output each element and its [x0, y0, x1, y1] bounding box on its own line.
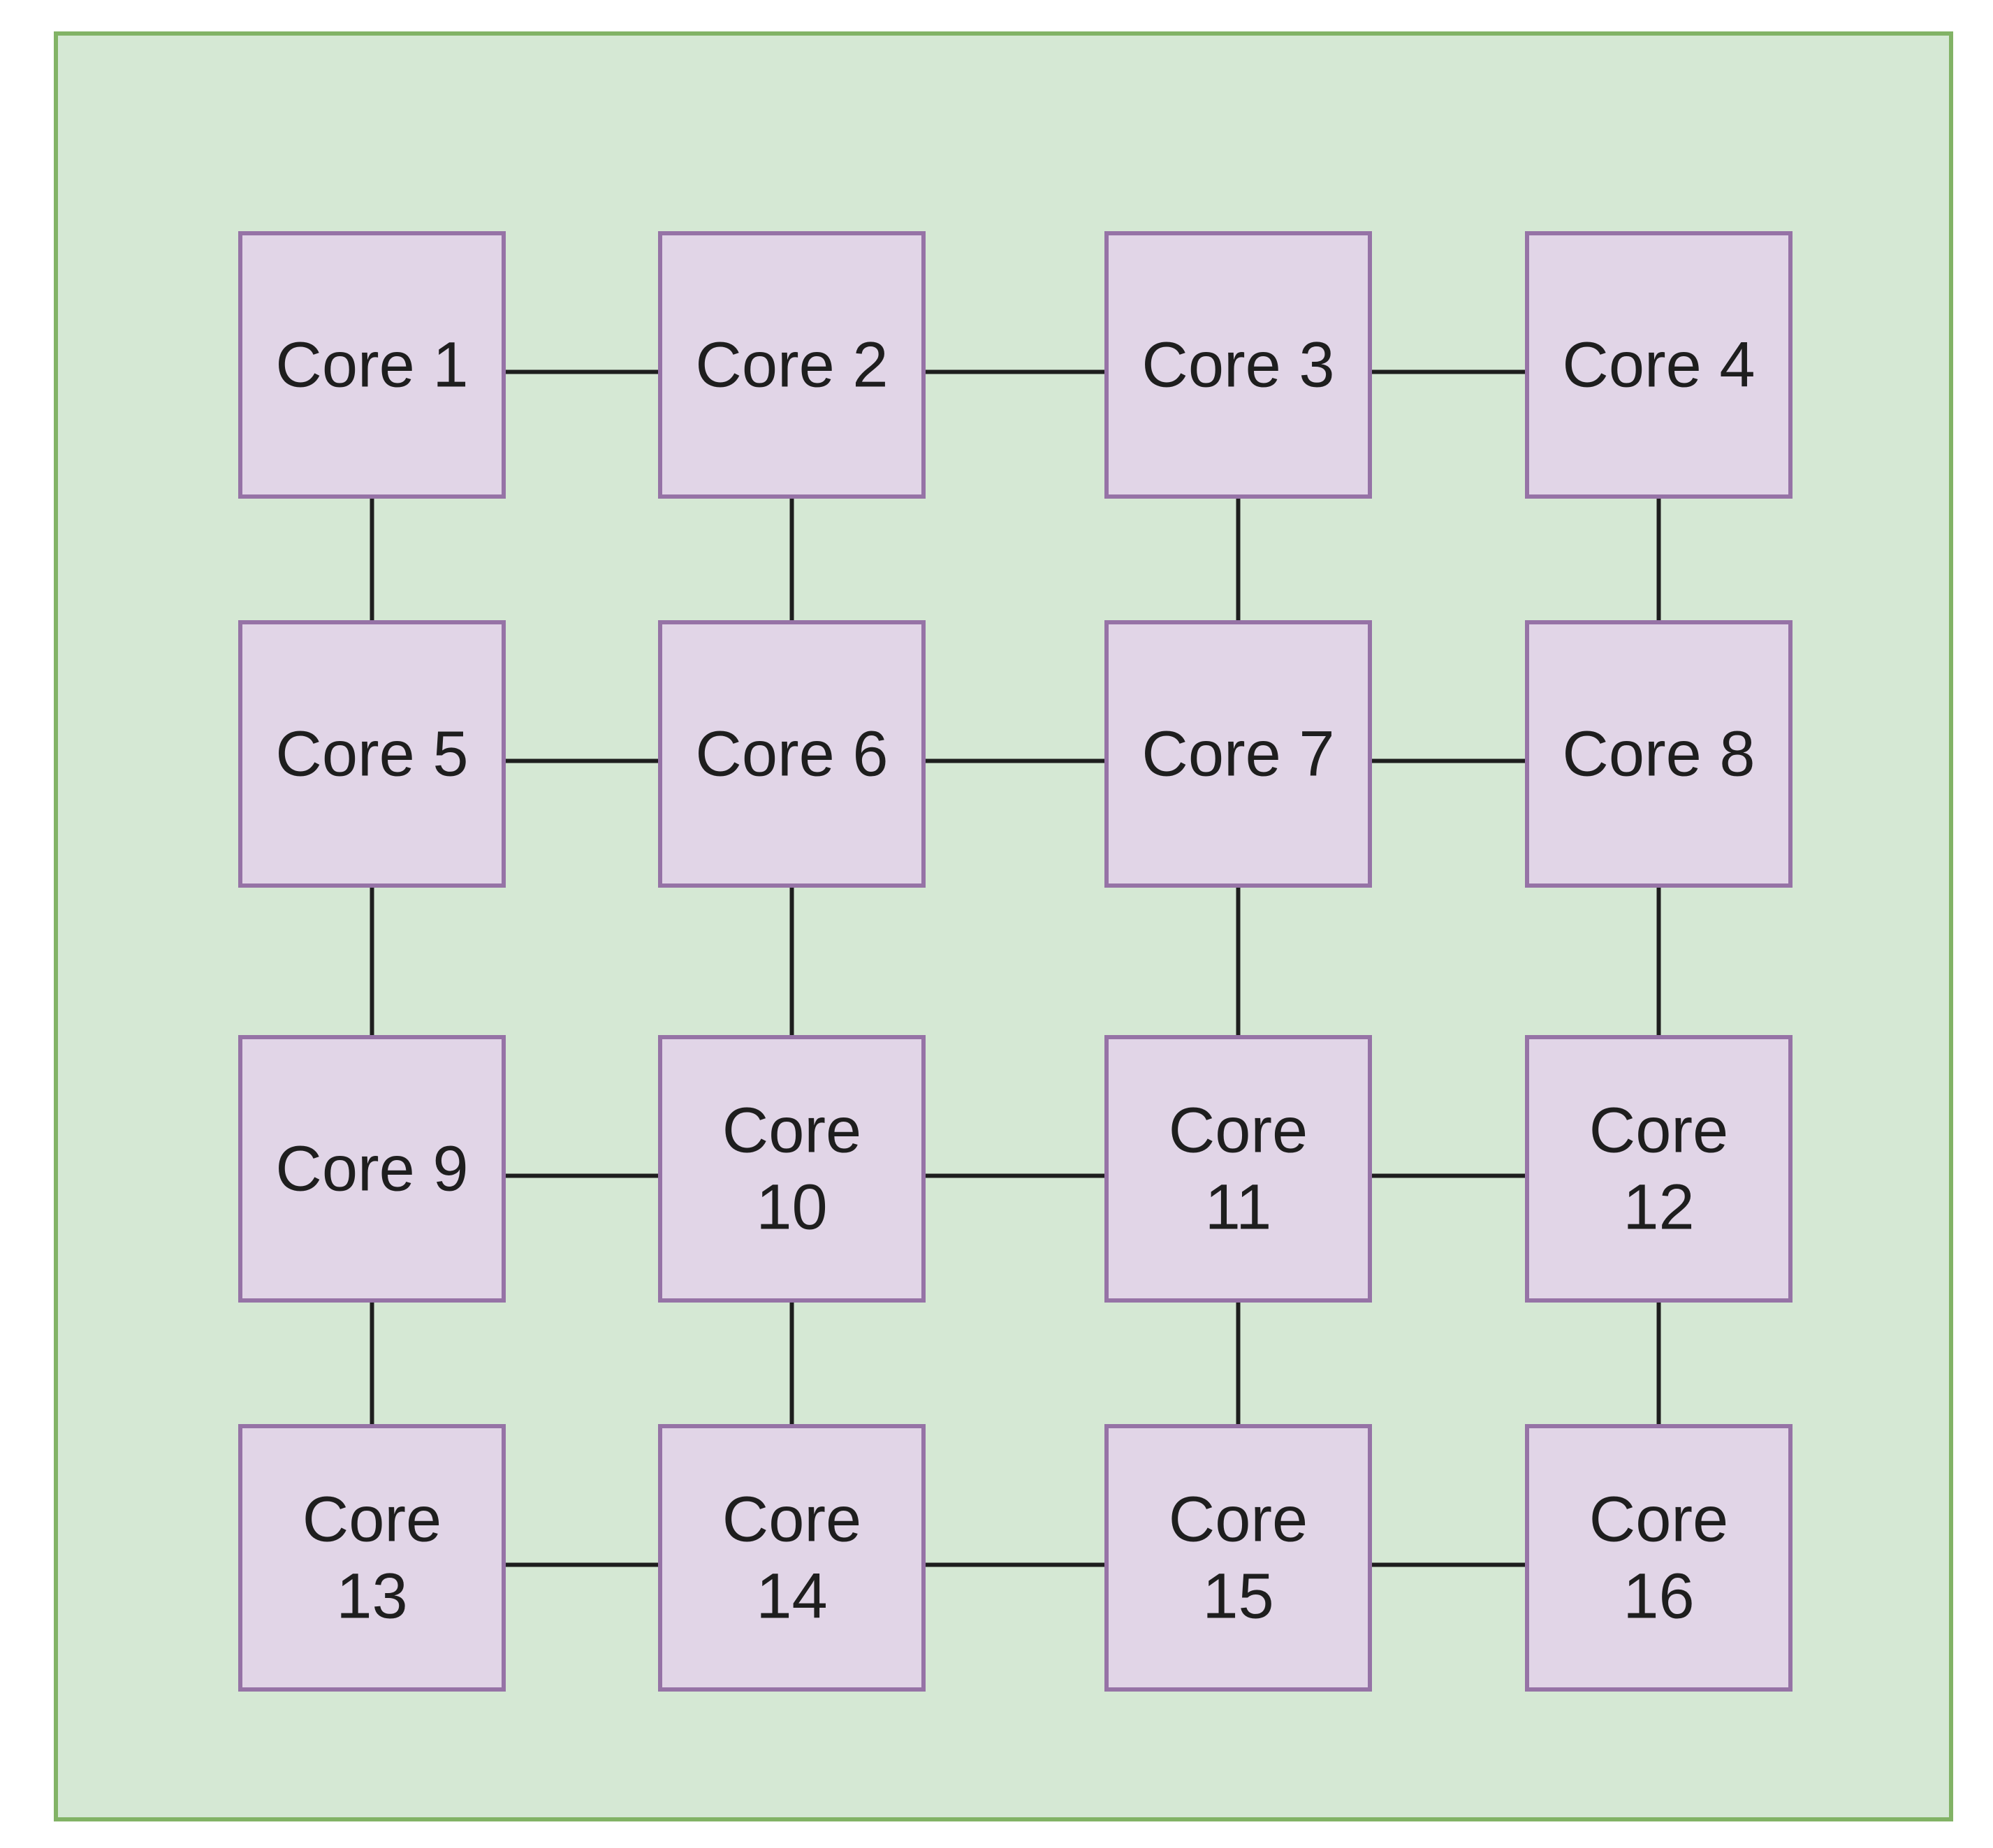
core-2-box [658, 231, 926, 499]
core-9-node: Core 9 [238, 1035, 506, 1303]
core-1-label-line-1: Core 1 [275, 330, 468, 401]
core-16-label-line-2: 16 [1623, 1561, 1694, 1632]
core-7-label-line-1: Core 7 [1141, 719, 1334, 790]
core-10-label-line-2: 10 [756, 1172, 827, 1243]
core-8-node: Core 8 [1525, 620, 1793, 888]
core-4-box [1525, 231, 1793, 499]
core-6-box [658, 620, 926, 888]
core-5-label-line-1: Core 5 [275, 719, 468, 790]
core-4-node: Core 4 [1525, 231, 1793, 499]
core-3-box [1104, 231, 1372, 499]
core-2-label-line-1: Core 2 [695, 330, 888, 401]
core-6-node: Core 6 [658, 620, 926, 888]
links-layer [370, 369, 1661, 1567]
core-13-box [238, 1424, 506, 1692]
core-10-label-line-1: Core [722, 1095, 861, 1166]
core-6-label-line-1: Core 6 [695, 719, 888, 790]
core-10-box [658, 1035, 926, 1303]
core-16-label-line-1: Core [1589, 1484, 1728, 1555]
core-9-label-line-1: Core 9 [275, 1134, 468, 1205]
core-15-box [1104, 1424, 1372, 1692]
core-11-box [1104, 1035, 1372, 1303]
core-11-label-line-1: Core [1169, 1095, 1308, 1166]
core-2-node: Core 2 [658, 231, 926, 499]
core-1-box [238, 231, 506, 499]
core-15-label-line-1: Core [1169, 1484, 1308, 1555]
core-12-label-line-2: 12 [1623, 1172, 1694, 1243]
core-8-box [1525, 620, 1793, 888]
core-3-node: Core 3 [1104, 231, 1372, 499]
core-15-label-line-2: 15 [1202, 1561, 1273, 1632]
core-16-box [1525, 1424, 1793, 1692]
core-8-label-line-1: Core 8 [1562, 719, 1755, 790]
core-12-box [1525, 1035, 1793, 1303]
core-5-node: Core 5 [238, 620, 506, 888]
core-12-label-line-1: Core [1589, 1095, 1728, 1166]
core-14-label-line-2: 14 [756, 1561, 827, 1632]
core-13-label-line-1: Core [302, 1484, 441, 1555]
core-1-node: Core 1 [238, 231, 506, 499]
core-13-label-line-2: 13 [336, 1561, 407, 1632]
core-14-box [658, 1424, 926, 1692]
core-4-label-line-1: Core 4 [1562, 330, 1755, 401]
core-3-label-line-1: Core 3 [1141, 330, 1334, 401]
core-11-label-line-2: 11 [1205, 1172, 1272, 1243]
core-9-box [238, 1035, 506, 1303]
core-14-label-line-1: Core [722, 1484, 861, 1555]
core-7-box [1104, 620, 1372, 888]
core-5-box [238, 620, 506, 888]
core-7-node: Core 7 [1104, 620, 1372, 888]
cores-layer: Core 1 Core 2 Core 3 Core 4 Core 5 Core 6 Core… [238, 231, 1793, 1692]
